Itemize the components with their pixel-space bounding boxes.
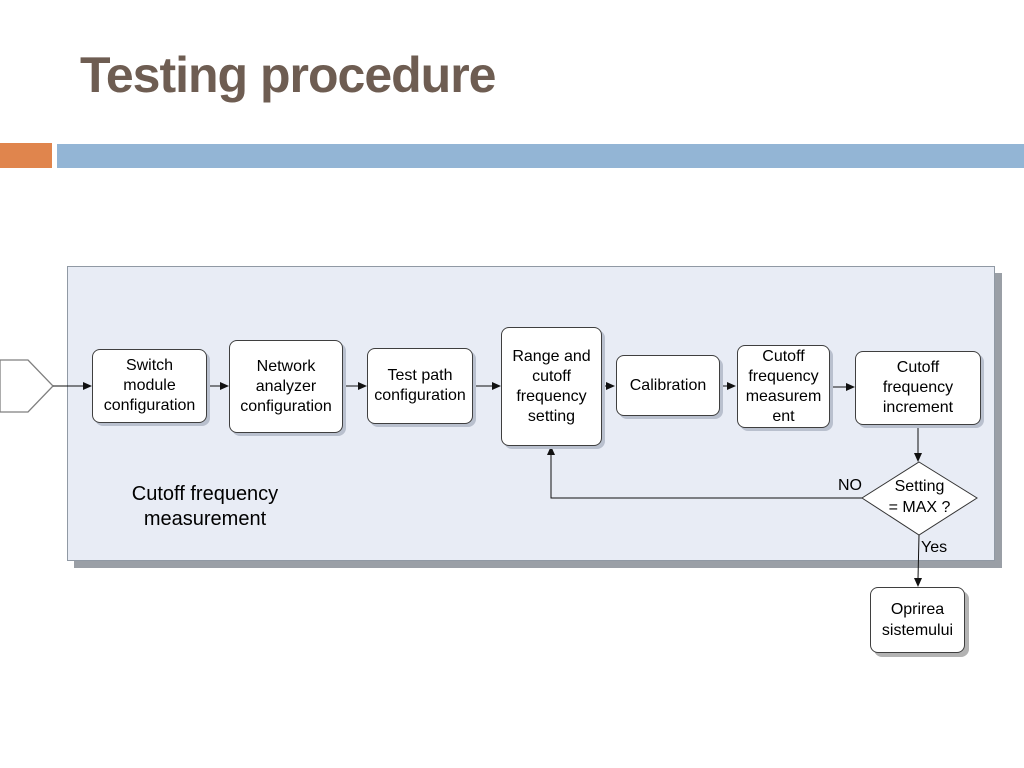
flow-step-calibration: Calibration xyxy=(616,355,720,416)
arrowhead-into-end xyxy=(914,578,922,587)
arrowhead-into-step1 xyxy=(83,382,92,390)
accent-bar-blue xyxy=(57,144,1024,168)
accent-bar-orange xyxy=(0,143,52,168)
arrowhead-into-step7 xyxy=(846,383,855,391)
decision-label: Setting = MAX ? xyxy=(888,478,951,516)
arrowhead-no-loop-into-step4 xyxy=(547,446,555,455)
arrowhead-into-step5 xyxy=(606,382,615,390)
arrowhead-into-step6 xyxy=(727,382,736,390)
flow-step-test-path-configuration: Test path configuration xyxy=(367,348,473,424)
flow-arrowheads xyxy=(83,382,922,587)
decision-no-label: NO xyxy=(838,477,862,494)
flow-step-network-analyzer-configuration: Network analyzer configuration xyxy=(229,340,343,433)
flow-step-switch-module-configuration: Switch module configuration xyxy=(92,349,207,423)
flow-step-cutoff-frequency-measurement: Cutoff frequency measurem ent xyxy=(737,345,830,428)
end-step-oprirea-sistemului: Oprirea sistemului xyxy=(870,587,965,653)
slide-title: Testing procedure xyxy=(80,47,496,103)
arrowhead-into-step4 xyxy=(492,382,501,390)
arrowhead-into-step3 xyxy=(358,382,367,390)
flowchart-panel xyxy=(67,266,995,561)
start-pentagon-shape xyxy=(0,359,54,413)
panel-caption: Cutoff frequency measurement xyxy=(131,483,279,530)
flow-connectors xyxy=(53,385,920,580)
flow-step-range-cutoff-frequency-setting: Range and cutoff frequency setting xyxy=(501,327,602,446)
connector-no-loop xyxy=(550,455,862,499)
decision-yes-label: Yes xyxy=(921,539,948,556)
connector-yes-to-end xyxy=(917,534,920,580)
arrowhead-into-decision xyxy=(914,453,922,462)
flow-step-cutoff-frequency-increment: Cutoff frequency increment xyxy=(855,351,981,425)
arrowhead-into-step2 xyxy=(220,382,229,390)
